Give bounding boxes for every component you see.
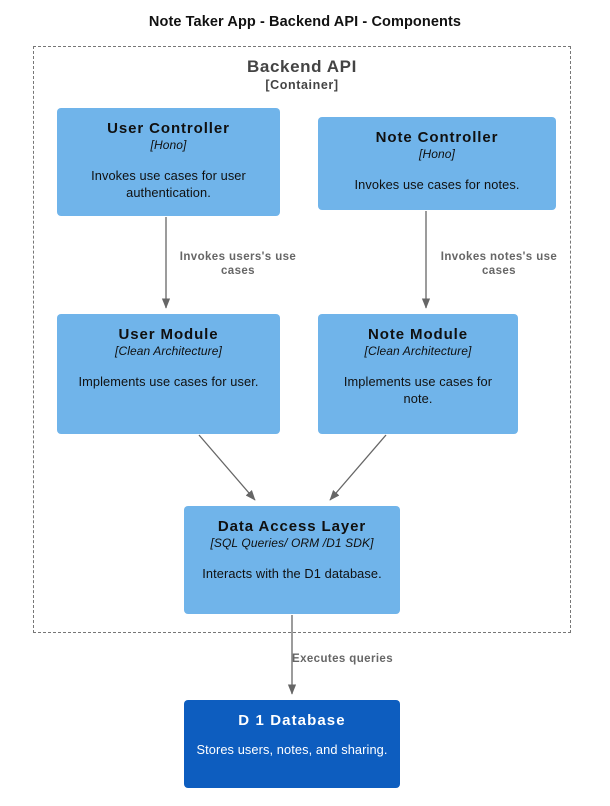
component-d1-database[interactable]: D 1 Database Stores users, notes, and sh… [184, 700, 400, 788]
edge-label-executes-queries: Executes queries [292, 653, 394, 665]
component-technology: [Clean Architecture] [364, 344, 472, 359]
component-description: Invokes use cases for notes. [354, 176, 520, 192]
component-technology: [SQL Queries/ ORM /D1 SDK] [210, 536, 374, 551]
diagram-title: Note Taker App - Backend API - Component… [148, 14, 462, 30]
component-technology: [Hono] [150, 138, 187, 153]
component-description: Implements use cases for note. [343, 373, 493, 406]
component-user-controller[interactable]: User Controller [Hono] Invokes use cases… [57, 108, 280, 216]
component-data-access-layer[interactable]: Data Access Layer [SQL Queries/ ORM /D1 … [184, 506, 400, 614]
component-technology: [Clean Architecture] [115, 344, 222, 359]
component-user-module[interactable]: User Module [Clean Architecture] Impleme… [57, 314, 280, 434]
component-title: D 1 Database [238, 712, 346, 729]
component-description: Stores users, notes, and sharing. [196, 742, 388, 758]
edge-label-invokes-notes-use-cases: Invokes notes's use cases [440, 251, 558, 278]
component-description: Invokes use cases for user authenticatio… [91, 167, 246, 200]
container-title: Backend API [247, 57, 357, 76]
container-boundary-backend-api [33, 46, 571, 633]
component-title: Note Controller [375, 129, 499, 146]
component-description: Interacts with the D1 database. [202, 565, 382, 581]
component-title: User Module [118, 326, 219, 343]
edge-label-invokes-users-use-cases: Invokes users's use cases [179, 251, 297, 278]
container-type-label: [Container] [265, 78, 339, 92]
component-title: Note Module [368, 326, 468, 343]
component-title: User Controller [107, 120, 230, 137]
component-description: Implements use cases for user. [78, 373, 259, 389]
component-note-module[interactable]: Note Module [Clean Architecture] Impleme… [318, 314, 518, 434]
component-technology: [Hono] [419, 147, 455, 162]
component-note-controller[interactable]: Note Controller [Hono] Invokes use cases… [318, 117, 556, 210]
component-title: Data Access Layer [217, 518, 367, 535]
